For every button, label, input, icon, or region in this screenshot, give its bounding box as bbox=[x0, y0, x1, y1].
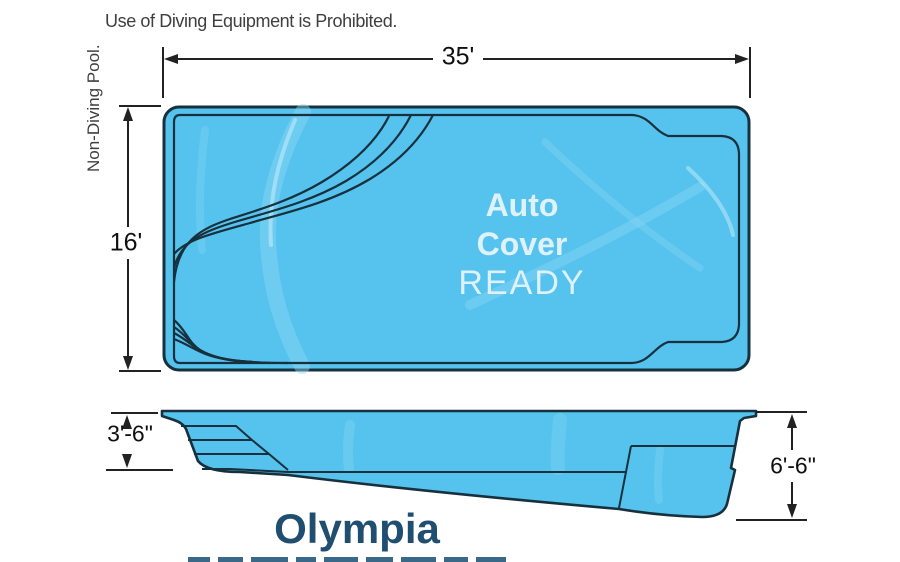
side-view-pool bbox=[160, 409, 758, 519]
deep-depth-dimension bbox=[736, 411, 807, 521]
arrow-down-icon bbox=[787, 504, 797, 518]
pool-inner-rim-and-bench-contour bbox=[172, 113, 741, 365]
arrow-up-icon bbox=[122, 415, 132, 429]
side-profile-shell bbox=[160, 409, 758, 519]
extension-ticks bbox=[119, 105, 161, 372]
pool-model-title: Olympia bbox=[274, 505, 440, 552]
auto-cover-word-3: READY bbox=[458, 264, 586, 302]
auto-cover-word-1: Auto bbox=[485, 187, 559, 223]
pool-outer-shell bbox=[162, 105, 751, 372]
auto-cover-word-2: Cover bbox=[476, 226, 568, 262]
arrow-up-icon bbox=[787, 414, 797, 428]
arrow-down-icon bbox=[123, 356, 133, 370]
arrow-up-icon bbox=[123, 107, 133, 121]
length-dimension-35ft bbox=[162, 47, 751, 98]
non-diving-pool-label: Non-Diving Pool. bbox=[84, 44, 103, 172]
clipped-caption-fragment bbox=[188, 557, 506, 562]
step-tread-3 bbox=[194, 453, 289, 471]
width-dimension-16ft bbox=[119, 105, 161, 372]
deep-depth-label: 6'-6" bbox=[770, 452, 816, 479]
deep-end-bench bbox=[618, 445, 736, 509]
shallow-depth-dimension bbox=[106, 412, 173, 471]
side-water-streaks bbox=[342, 413, 664, 504]
shallow-depth-label: 3'-6" bbox=[107, 420, 153, 447]
step-tread-2 bbox=[188, 439, 270, 455]
width-dimension-label: 16' bbox=[109, 228, 143, 257]
step-tread-4 bbox=[202, 468, 289, 473]
auto-cover-ready-watermark: Auto Cover READY bbox=[458, 186, 585, 303]
extension-ticks bbox=[162, 47, 751, 98]
extension-ticks bbox=[736, 411, 807, 521]
water-streaks bbox=[195, 104, 735, 374]
extension-ticks bbox=[106, 412, 173, 471]
length-dimension-label: 35' bbox=[441, 42, 475, 71]
entry-step-contours bbox=[172, 114, 434, 283]
diving-prohibited-notice: Use of Diving Equipment is Prohibited. bbox=[105, 11, 397, 31]
arrow-down-icon bbox=[122, 454, 132, 468]
arrow-left-icon bbox=[164, 54, 178, 64]
corner-step-contours bbox=[173, 319, 289, 365]
side-profile-steps-and-bench bbox=[181, 425, 736, 509]
step-tread-1 bbox=[181, 425, 253, 441]
arrow-right-icon bbox=[735, 54, 749, 64]
top-view-pool bbox=[162, 104, 751, 374]
